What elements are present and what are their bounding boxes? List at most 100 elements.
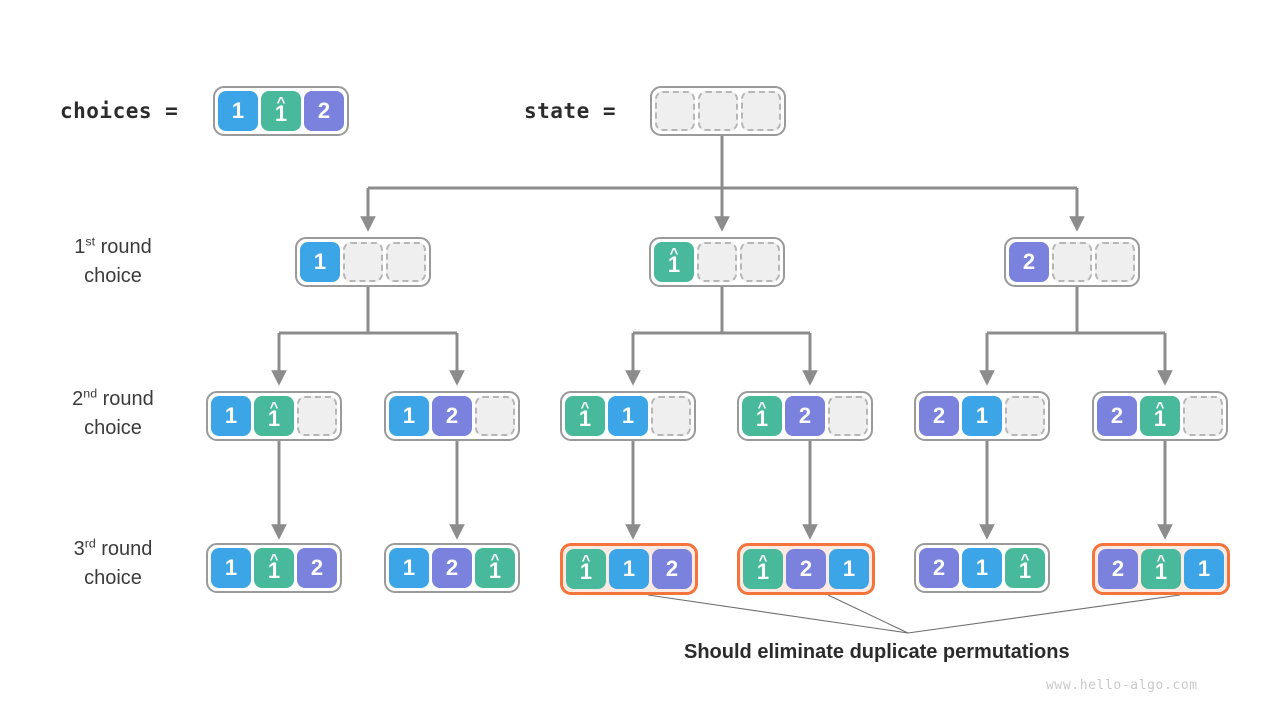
cell-label: 1: [975, 403, 989, 428]
cell-label: 2: [1111, 556, 1125, 581]
cell-empty: [386, 242, 426, 282]
cell-value: 1: [962, 396, 1002, 436]
state-label: state =: [524, 99, 617, 123]
hat-caret-icon: ^: [276, 94, 286, 111]
cell-value: 2: [919, 396, 959, 436]
cell-value: 1: [211, 396, 251, 436]
cell-value-hatted: ^1: [654, 242, 694, 282]
cell-label: 2: [932, 555, 946, 580]
hat-caret-icon: ^: [1155, 399, 1165, 416]
choices-label: choices =: [60, 99, 179, 123]
round-number: 3: [73, 538, 85, 560]
cell-empty: [1183, 396, 1223, 436]
cell-label: 2: [798, 403, 812, 428]
cell-label: 2: [1110, 403, 1124, 428]
cell-value-hatted: ^1: [565, 396, 605, 436]
round-word: round: [95, 236, 152, 258]
cell-label: 1: [667, 252, 681, 277]
cell-label: 1: [975, 555, 989, 580]
cell-label: 1: [402, 555, 416, 580]
cell-value: 1: [218, 91, 258, 131]
cell-empty: [698, 91, 738, 131]
cell-value-hatted: ^1: [1141, 549, 1181, 589]
cell-value: 2: [1009, 242, 1049, 282]
cell-empty: [651, 396, 691, 436]
choice-word: choice: [84, 265, 142, 287]
tree-node-round2-6[interactable]: 2^1: [1092, 391, 1228, 441]
cell-label: 1: [756, 559, 770, 584]
cell-value: 2: [786, 549, 826, 589]
watermark: www.hello-algo.com: [1046, 678, 1198, 693]
cell-empty: [741, 91, 781, 131]
tree-node-round1-1[interactable]: 1: [295, 237, 431, 287]
cell-label: 1: [579, 559, 593, 584]
cell-empty: [697, 242, 737, 282]
cell-value: 2: [1098, 549, 1138, 589]
round-ordinal-suffix: st: [85, 234, 96, 249]
hat-caret-icon: ^: [1020, 551, 1030, 568]
cell-label: 2: [445, 403, 459, 428]
cell-empty: [828, 396, 868, 436]
cell-value-hatted: ^1: [254, 396, 294, 436]
cell-value: 2: [304, 91, 344, 131]
tree-node-round2-4[interactable]: ^1 2: [737, 391, 873, 441]
cell-value: 2: [432, 548, 472, 588]
cell-label: 1: [267, 406, 281, 431]
cell-value: 2: [297, 548, 337, 588]
hat-caret-icon: ^: [269, 399, 279, 416]
cell-value: 1: [211, 548, 251, 588]
cell-value: 1: [962, 548, 1002, 588]
round-word: round: [95, 538, 153, 560]
cell-value-hatted: ^1: [1005, 548, 1045, 588]
tree-node-round1-2[interactable]: ^1: [649, 237, 785, 287]
tree-node-round3-5[interactable]: 2 1 ^1: [914, 543, 1050, 593]
hat-caret-icon: ^: [580, 399, 590, 416]
cell-value-hatted: ^1: [475, 548, 515, 588]
tree-node-round2-1[interactable]: 1^1: [206, 391, 342, 441]
cell-label: 1: [224, 555, 238, 580]
cell-label: 1: [622, 556, 636, 581]
cell-value: 2: [652, 549, 692, 589]
cell-value-hatted: ^1: [566, 549, 606, 589]
round-ordinal-suffix: rd: [84, 536, 96, 551]
hat-caret-icon: ^: [490, 551, 500, 568]
cell-label: 1: [231, 98, 245, 123]
cell-label: 1: [224, 403, 238, 428]
cell-label: 2: [1022, 249, 1036, 274]
row-label-round-2: 2nd round choice: [18, 385, 208, 443]
tree-node-round1-3[interactable]: 2: [1004, 237, 1140, 287]
cell-value: 1: [829, 549, 869, 589]
cell-label: 2: [665, 556, 679, 581]
hat-caret-icon: ^: [581, 552, 591, 569]
caption-text: Should eliminate duplicate permutations: [684, 641, 1070, 663]
cell-value: 1: [609, 549, 649, 589]
cell-empty: [297, 396, 337, 436]
cell-value: 2: [432, 396, 472, 436]
choice-word: choice: [84, 567, 142, 589]
cell-label: 2: [932, 403, 946, 428]
hat-caret-icon: ^: [669, 245, 679, 262]
cell-label: 1: [1197, 556, 1211, 581]
cell-empty: [1095, 242, 1135, 282]
round-ordinal-suffix: nd: [83, 386, 98, 401]
state-array: [650, 86, 786, 136]
cell-label: 1: [402, 403, 416, 428]
cell-value-hatted: ^1: [742, 396, 782, 436]
cell-value: 2: [785, 396, 825, 436]
cell-empty: [1052, 242, 1092, 282]
cell-label: 1: [1154, 559, 1168, 584]
hat-caret-icon: ^: [1156, 552, 1166, 569]
hat-caret-icon: ^: [757, 399, 767, 416]
cell-label: 1: [755, 406, 769, 431]
cell-value: 1: [608, 396, 648, 436]
